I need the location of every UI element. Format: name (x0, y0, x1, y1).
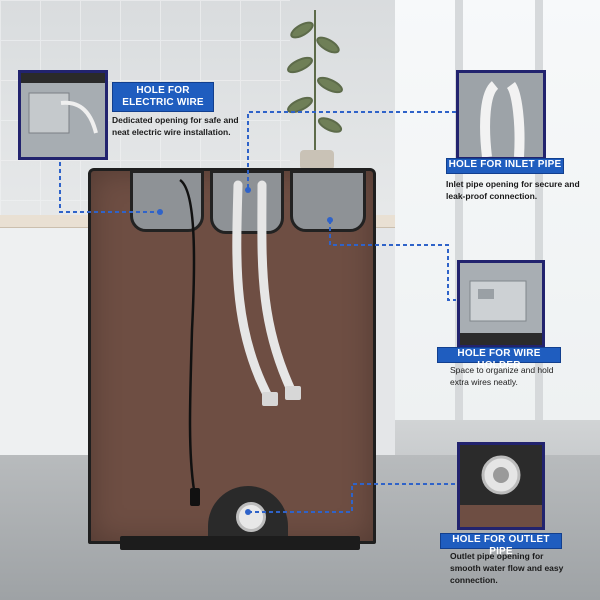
electric-wire-description: Dedicated opening for safe and neat elec… (112, 115, 239, 137)
inlet-pipe-label: HOLE FOR INLET PIPE (446, 158, 564, 174)
window-frame-bar (535, 0, 543, 420)
outlet-pipe-closeup (457, 442, 545, 530)
plant-pot (300, 150, 334, 170)
wire-holder-description: Space to organize and hold extra wires n… (450, 365, 554, 387)
plant-icon (287, 10, 343, 165)
outlet-pipe-label: HOLE FOR OUTLET PIPE (440, 533, 562, 557)
wire-holder-closeup (457, 260, 545, 348)
outlet-connector (236, 502, 266, 532)
wire-holder-label: HOLE FOR WIRE HOLDER (437, 347, 561, 371)
inlet-pipe-description: Inlet pipe opening for secure and leak-p… (446, 179, 580, 201)
electric-wire-closeup (18, 70, 108, 160)
inlet-pipe-closeup (456, 70, 546, 160)
window-frame-bar (455, 0, 463, 420)
cabinet-left (0, 228, 91, 468)
machine-base (120, 536, 360, 550)
electric-wire-label: HOLE FOR ELECTRIC WIRE (112, 82, 214, 112)
outlet-pipe-description: Outlet pipe opening for smooth water flo… (450, 551, 564, 585)
